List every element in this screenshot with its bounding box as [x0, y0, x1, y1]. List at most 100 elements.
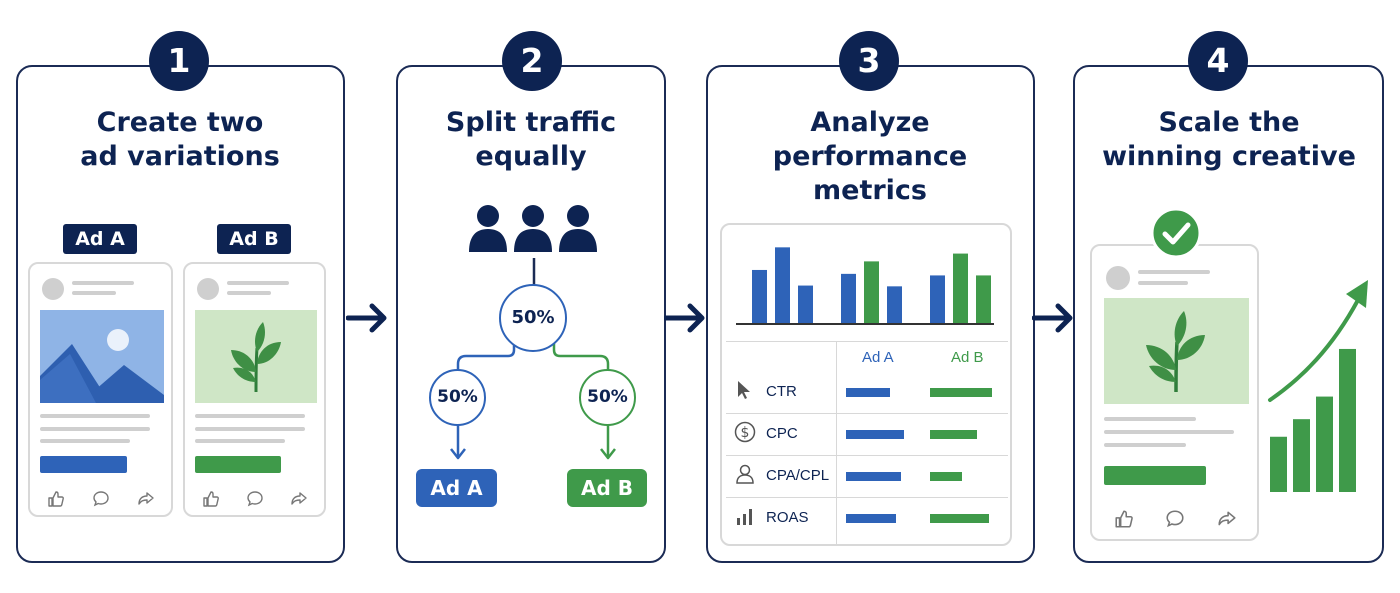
ad-a-cta-bar — [40, 456, 127, 473]
metric-bar-ad-b — [930, 430, 978, 439]
ad-a-header-line — [72, 281, 134, 285]
plant-image-icon — [1104, 298, 1249, 404]
column-header-ad-a: Ad A — [862, 349, 894, 366]
column-header-ad-b: Ad B — [951, 349, 984, 366]
thumbs-up-icon — [203, 491, 219, 507]
metric-row-divider — [726, 455, 1008, 456]
ad-a-text-line — [40, 427, 150, 431]
ad-b-actions — [189, 488, 321, 510]
step-1-title: Create two ad variations — [20, 106, 340, 174]
step-3-title-line-2: performance — [772, 141, 968, 172]
step-1-title-line-2: ad variations — [80, 141, 280, 172]
step-1-title-line-1: Create two — [96, 107, 264, 138]
growth-bar — [1293, 419, 1310, 492]
metric-label: CTR — [766, 383, 797, 400]
metrics-table-divider — [726, 341, 1008, 342]
growth-bar — [1270, 436, 1287, 492]
winning-ad-header-line — [1138, 281, 1188, 285]
traffic-split-connectors — [450, 258, 616, 460]
comment-icon — [247, 491, 263, 507]
ad-b-text-line — [195, 439, 285, 443]
metric-bar-ad-b — [930, 388, 992, 397]
step-2-badge: 2 — [502, 31, 562, 91]
person-icon — [734, 463, 756, 490]
mini-chart-bar — [887, 286, 902, 323]
comment-icon — [93, 491, 109, 507]
thumbs-up-icon — [1115, 510, 1133, 528]
ad-a-text-line — [40, 439, 130, 443]
result-ad-a-pill: Ad A — [416, 469, 497, 507]
metric-label: CPA/CPL — [766, 467, 830, 484]
share-icon — [291, 492, 307, 505]
growth-bar-chart — [1268, 280, 1368, 492]
winning-ad-header-line — [1138, 270, 1210, 274]
right-split-percent: 50% — [579, 369, 636, 426]
winning-ad-card — [1090, 244, 1259, 541]
step-4-title: Scale the winning creative — [1078, 106, 1380, 174]
step-3-title-line-1: Analyze — [810, 107, 930, 138]
share-icon — [1218, 511, 1236, 526]
mini-chart-bar — [775, 247, 790, 323]
step-4-badge: 4 — [1188, 31, 1248, 91]
mini-chart-bar — [752, 269, 767, 323]
metric-label: CPC — [766, 425, 798, 442]
landscape-image-icon — [40, 310, 164, 403]
ad-a-text-line — [40, 414, 150, 418]
winning-ad-text-line — [1104, 443, 1186, 447]
bar-chart-icon — [734, 505, 756, 532]
winning-ad-cta-bar — [1104, 466, 1206, 485]
step-3-title: Analyze performance metrics — [710, 106, 1030, 208]
ad-b-header-line — [227, 291, 271, 295]
step-3-badge: 3 — [839, 31, 899, 91]
step-4-title-line-1: Scale the — [1158, 107, 1300, 138]
metrics-dashboard: Ad A Ad B CTR $ CPC CPA/CPL ROAS — [720, 223, 1012, 546]
step-2-title: Split traffic equally — [400, 106, 662, 174]
ad-a-avatar — [42, 278, 64, 300]
ad-b-card — [183, 262, 326, 517]
ad-b-cta-bar — [195, 456, 281, 473]
metric-bar-ad-a — [846, 430, 904, 439]
plant-image-icon — [195, 310, 317, 403]
ad-b-header-line — [227, 281, 289, 285]
step-2-title-line-2: equally — [475, 141, 587, 172]
mini-chart-bar — [864, 261, 879, 323]
ad-a-actions — [34, 488, 168, 510]
cursor-icon — [734, 379, 754, 406]
step-4-title-line-2: winning creative — [1102, 141, 1356, 172]
left-split-percent: 50% — [429, 369, 486, 426]
people-group-icon — [469, 205, 597, 252]
metrics-table-vertical-divider — [836, 342, 837, 544]
mini-chart-bar — [798, 285, 813, 323]
top-split-percent: 50% — [499, 284, 567, 352]
step-1-badge: 1 — [149, 31, 209, 91]
ad-a-card — [28, 262, 173, 517]
mini-chart-bar — [976, 275, 991, 323]
ad-a-tag: Ad A — [63, 224, 137, 254]
arrow-right-icon — [664, 303, 705, 333]
winning-ad-actions — [1098, 508, 1253, 530]
metric-bar-ad-a — [846, 472, 902, 481]
mini-chart-bar — [953, 253, 968, 323]
arrow-right-icon — [346, 303, 387, 333]
dollar-icon: $ — [734, 421, 756, 448]
step-3-title-line-3: metrics — [813, 175, 927, 206]
metric-bar-ad-a — [846, 514, 897, 523]
growth-bar — [1316, 396, 1333, 492]
metric-row-divider — [726, 413, 1008, 414]
metric-label: ROAS — [766, 509, 809, 526]
winning-ad-text-line — [1104, 430, 1234, 434]
ad-a-header-line — [72, 291, 116, 295]
ad-b-avatar — [197, 278, 219, 300]
comment-icon — [1166, 510, 1185, 528]
mini-chart-bar — [930, 275, 945, 323]
metric-row-divider — [726, 497, 1008, 498]
thumbs-up-icon — [48, 491, 65, 507]
arrow-right-icon — [1032, 303, 1073, 333]
mini-bar-chart — [736, 247, 994, 325]
ad-b-text-line — [195, 414, 305, 418]
metric-bar-ad-a — [846, 388, 890, 397]
winning-ad-text-line — [1104, 417, 1196, 421]
metric-bar-ad-b — [930, 514, 990, 523]
mini-chart-bar — [841, 273, 856, 323]
check-circle-icon — [1150, 207, 1202, 259]
